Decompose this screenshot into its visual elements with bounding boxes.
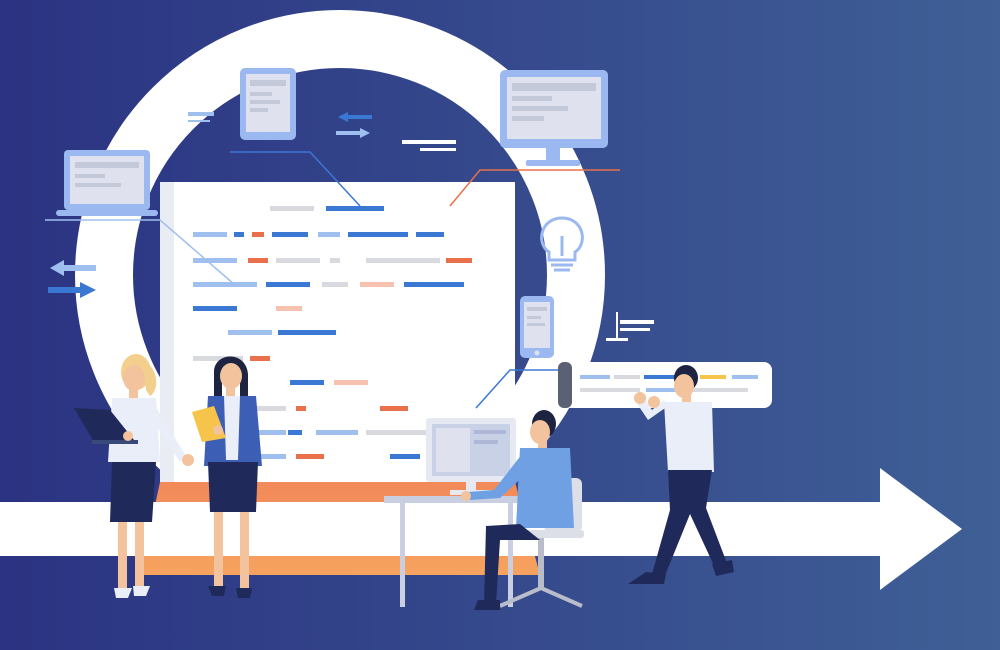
connector-lines: [45, 151, 620, 409]
code-line-bar: [380, 406, 408, 411]
code-line-bar: [272, 232, 308, 237]
smartphone-icon: [520, 296, 554, 358]
code-line-bar: [296, 454, 324, 459]
code-line-bar: [316, 430, 358, 435]
code-line-bar: [193, 306, 237, 311]
decorative-bars: [188, 112, 654, 341]
woman-with-laptop: [74, 354, 194, 598]
code-line-bar: [248, 258, 268, 263]
code-line-bar: [390, 454, 420, 459]
code-line-bar: [348, 232, 408, 237]
code-line-bar: [416, 232, 444, 237]
code-line-bar: [290, 380, 324, 385]
code-line-bar: [193, 356, 243, 361]
code-line-bar: [446, 258, 472, 263]
code-line-bar: [234, 232, 244, 237]
code-line-bar: [193, 232, 227, 237]
code-line-bar: [360, 282, 394, 287]
code-line-bar: [256, 454, 286, 459]
floating-info-card: [558, 362, 772, 408]
monitor-icon: [500, 70, 608, 166]
code-line-bar: [276, 258, 320, 263]
swap-arrows-icon-small: [336, 112, 372, 138]
code-line-bar: [278, 330, 336, 335]
code-line-bar: [252, 232, 264, 237]
code-line-bar: [256, 430, 286, 435]
office-desk: [384, 418, 524, 607]
code-line-bar: [266, 282, 310, 287]
code-line-bar: [334, 380, 368, 385]
code-line-bar: [256, 406, 286, 411]
swap-arrows-icon: [48, 260, 96, 298]
code-line-bar: [296, 406, 306, 411]
man-at-desk: [461, 410, 584, 610]
code-line-bar: [366, 430, 430, 435]
light-bulb-icon: [540, 216, 584, 272]
code-line-bar: [276, 306, 302, 311]
code-line-bar: [326, 206, 384, 211]
woman-with-folder: [192, 356, 262, 598]
code-line-bar: [404, 282, 464, 287]
tablet-icon: [240, 68, 296, 140]
code-line-bar: [318, 232, 340, 237]
code-line-bar: [193, 258, 237, 263]
code-line-bar: [193, 282, 257, 287]
code-line-bar: [270, 206, 314, 211]
code-lines: [193, 206, 472, 459]
code-line-bar: [288, 430, 302, 435]
code-line-bar: [366, 258, 440, 263]
walking-man: [628, 365, 734, 584]
code-line-bar: [322, 282, 348, 287]
code-line-bar: [228, 330, 272, 335]
code-line-bar: [250, 356, 270, 361]
laptop-icon: [56, 150, 158, 216]
code-line-bar: [330, 258, 340, 263]
